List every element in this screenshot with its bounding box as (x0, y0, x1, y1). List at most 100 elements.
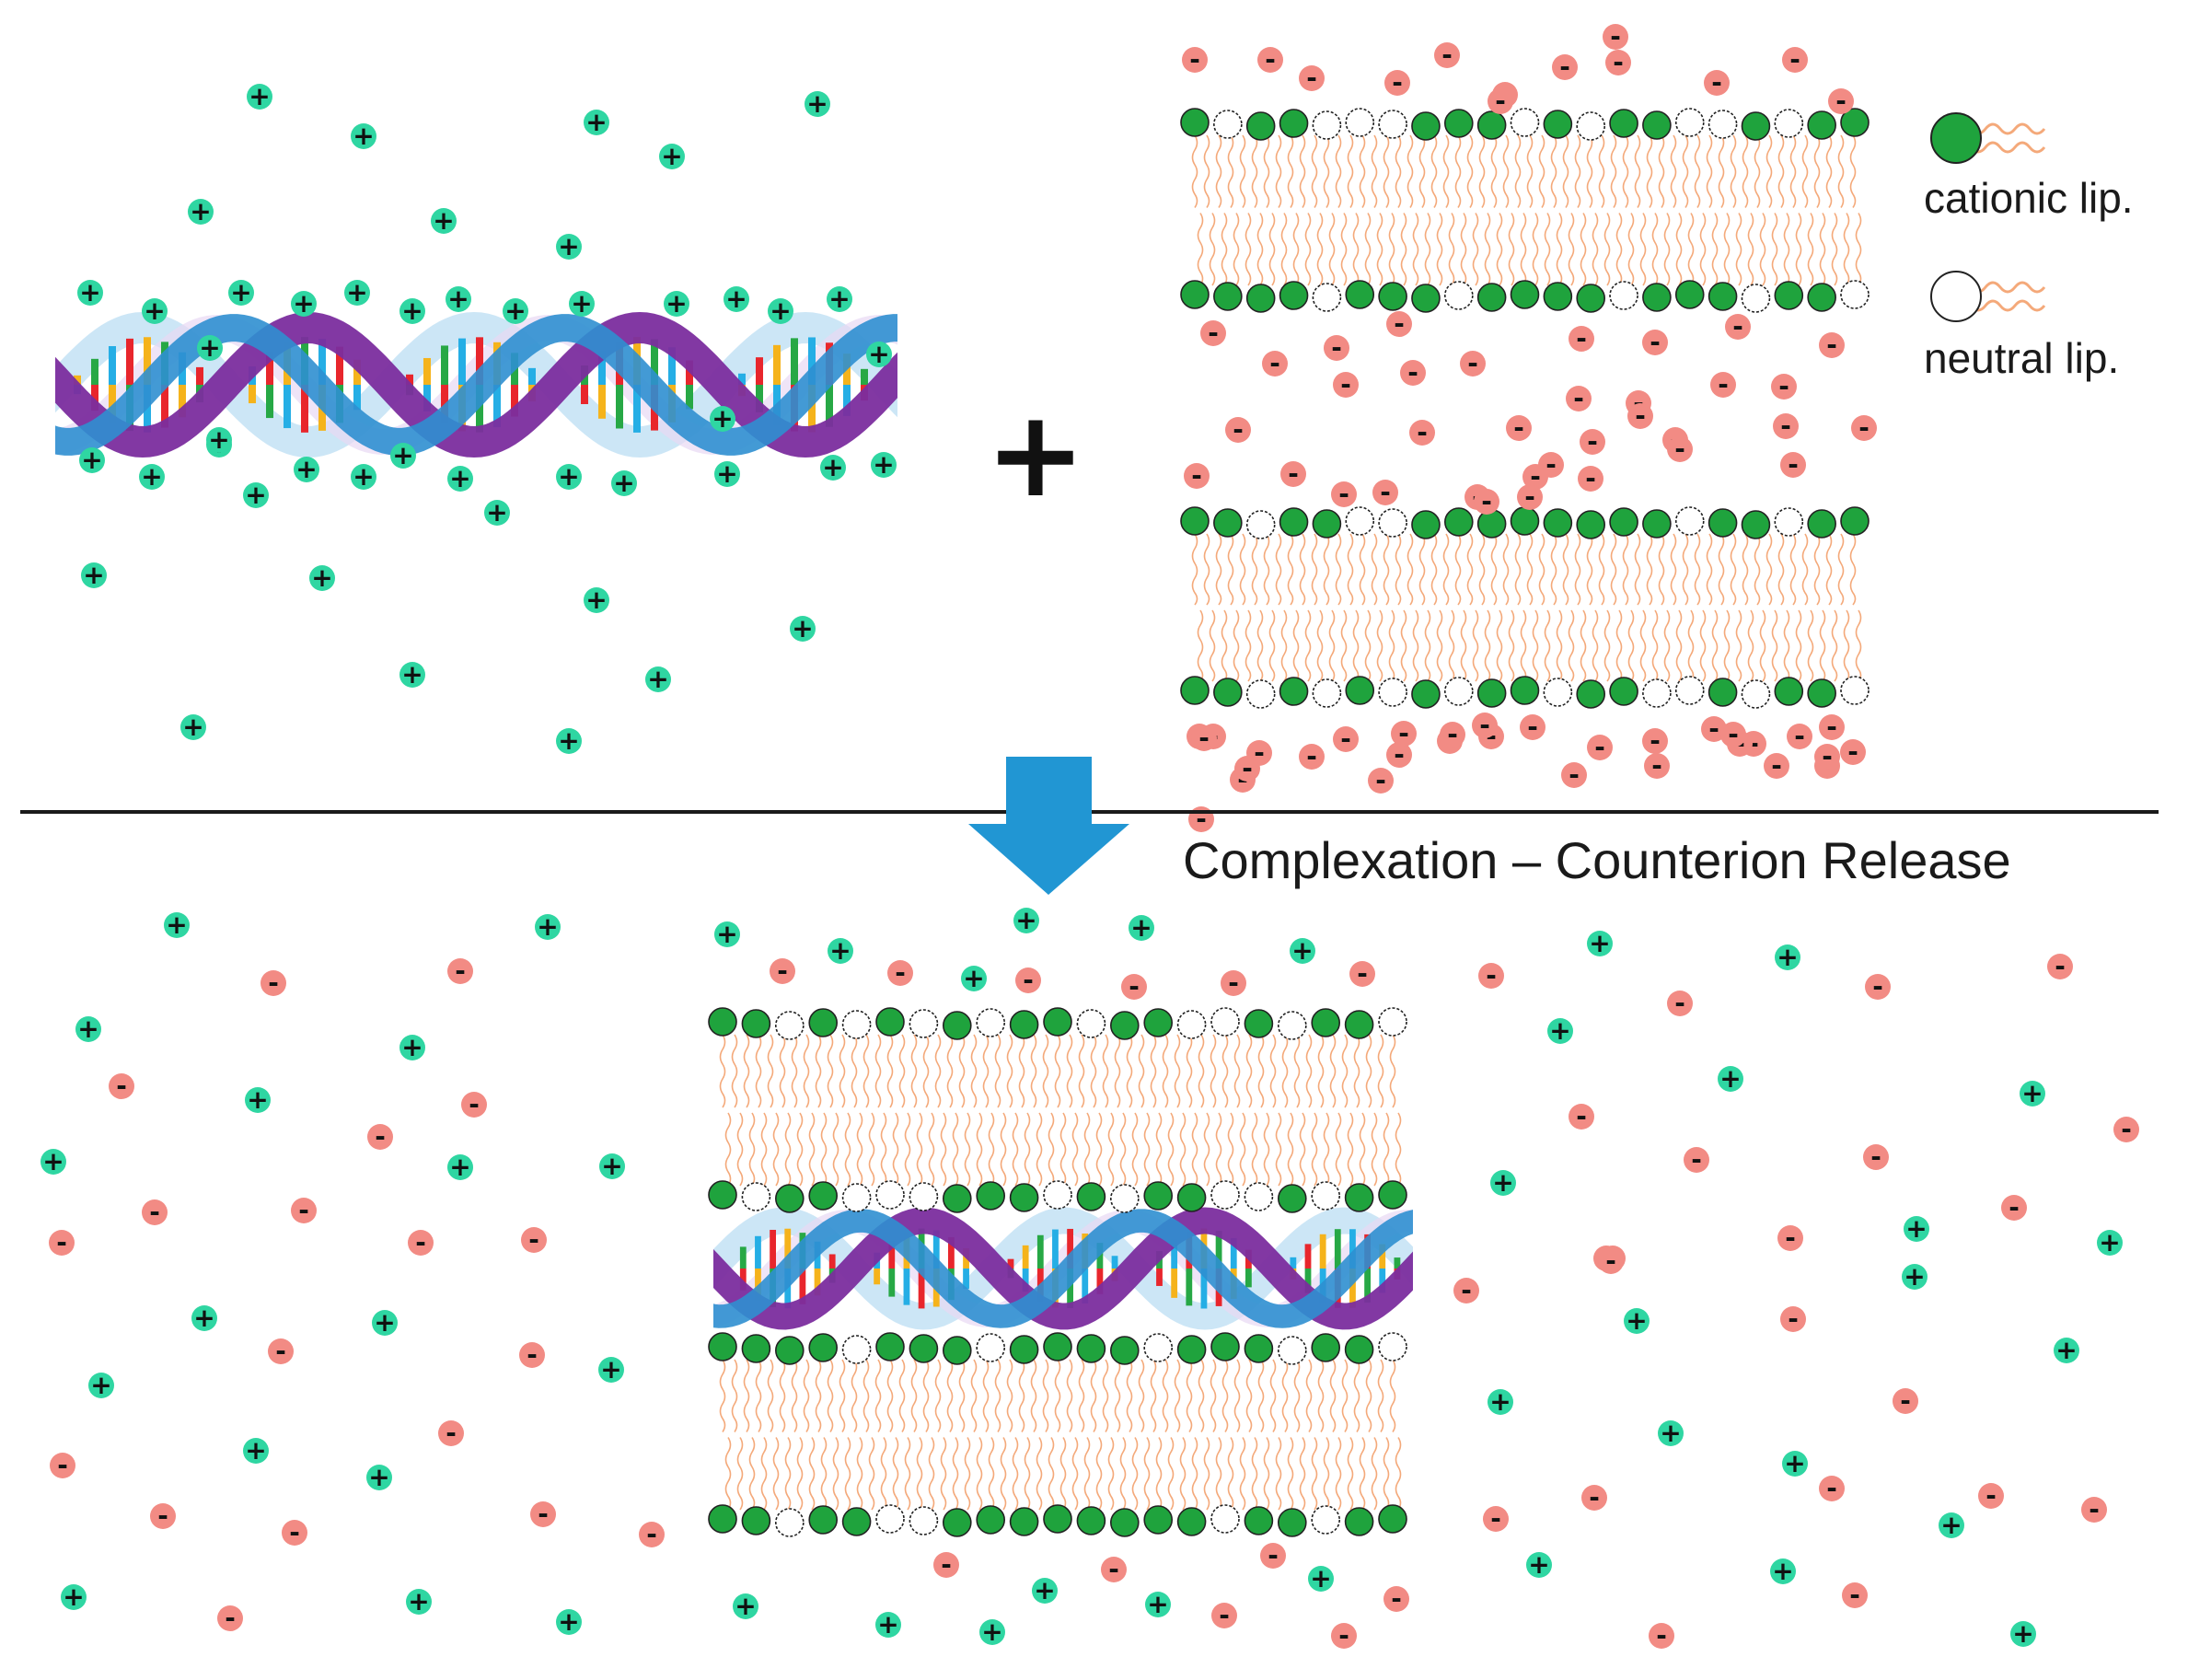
cationic-lipid-icon (708, 1504, 737, 1534)
dna-base-pair (808, 337, 816, 385)
dna-base-pair (458, 338, 466, 385)
svg-text:+: + (716, 458, 737, 489)
plus-ion-icon: + (1490, 1167, 1516, 1198)
svg-text:+: + (828, 284, 850, 314)
cationic-lipid-icon (1543, 508, 1573, 538)
svg-text:+: + (346, 277, 367, 307)
minus-ion-icon: - (282, 1517, 307, 1547)
neutral-lipid-legend-icon (1930, 271, 2046, 322)
svg-text:-: - (1576, 323, 1587, 353)
dna-base-pair (476, 337, 483, 385)
minus-ion-icon: - (1581, 1482, 1607, 1512)
svg-text:-: - (1650, 327, 1661, 357)
minus-ion-icon: - (1569, 323, 1594, 353)
neutral-lipid-icon (1741, 679, 1771, 709)
svg-text:+: + (249, 81, 270, 111)
svg-text:+: + (90, 1370, 111, 1400)
neutral-lipid-icon (1674, 676, 1705, 705)
svg-text:+: + (558, 231, 579, 261)
minus-ion-icon: - (1710, 369, 1736, 400)
dna-base-pair (266, 385, 273, 419)
minus-ion-icon: - (1472, 710, 1498, 740)
neutral-lipid-icon (1345, 506, 1375, 536)
plus-ion-icon: + (871, 449, 897, 480)
cationic-lipid-icon (1807, 283, 1836, 312)
minus-ion-icon: - (1409, 417, 1435, 447)
neutral-lipid-icon (909, 1182, 939, 1211)
plus-ion-icon: + (1547, 1015, 1573, 1046)
neutral-lipid-icon (841, 1335, 872, 1364)
neutral-lipid-icon (1378, 1332, 1407, 1361)
minus-ion-icon: - (1649, 1620, 1674, 1651)
minus-ion-icon: - (1842, 1580, 1868, 1610)
svg-text:-: - (1788, 1303, 1799, 1334)
plus-ion-icon: + (961, 963, 987, 993)
cationic-lipid-icon (1510, 676, 1540, 705)
plus-ion-icon: + (1939, 1510, 1964, 1540)
dna-back-strand (55, 311, 897, 458)
svg-text:+: + (601, 1151, 622, 1181)
complex-bilayer-1-top-heads (708, 1007, 1407, 1040)
neutral-lipid-icon (1543, 678, 1573, 707)
svg-text:-: - (1847, 736, 1858, 767)
cationic-lipid-icon (1741, 111, 1771, 141)
cationic-lipid-icon (1143, 1505, 1173, 1535)
down-arrow-icon (968, 757, 1129, 895)
plus-ion-icon: + (768, 295, 793, 326)
dna-base-pair (1200, 1269, 1208, 1309)
minus-ion-icon: - (1440, 719, 1465, 749)
minus-ion-icon: - (1299, 63, 1325, 93)
svg-text:-: - (1589, 1482, 1600, 1512)
svg-text:-: - (1219, 1600, 1230, 1630)
cationic-lipid-icon (1279, 109, 1309, 138)
svg-text:-: - (1785, 1222, 1796, 1253)
minus-ion-icon: - (260, 967, 286, 998)
plus-ion-icon: + (206, 424, 232, 455)
neutral-lipid-icon (1708, 110, 1738, 139)
minus-ion-icon: - (2001, 1192, 2027, 1222)
svg-text:-: - (1338, 479, 1349, 509)
neutral-lipid-icon (1642, 678, 1672, 708)
plus-ion-icon: + (503, 295, 528, 326)
minus-ion-icon: - (268, 1336, 294, 1366)
minus-ion-icon: - (519, 1339, 545, 1370)
top-bilayer-1-tails (1191, 134, 1862, 286)
dna-base-pair (1186, 1269, 1193, 1306)
minus-ion-icon: - (109, 1071, 134, 1101)
plus-ion-icon: + (790, 613, 816, 643)
svg-text:+: + (1528, 1549, 1549, 1580)
cationic-lipid-icon (1609, 109, 1638, 138)
svg-text:+: + (647, 664, 668, 694)
svg-text:+: + (792, 613, 813, 643)
dna-base-pair (888, 1240, 896, 1269)
svg-text:-: - (1691, 1144, 1702, 1175)
minus-ion-icon: - (1642, 327, 1668, 357)
plus-ion-icon: + (431, 205, 457, 236)
neutral-lipid-icon (1840, 676, 1870, 705)
svg-text:+: + (63, 1582, 84, 1612)
complex-bilayer-2-bottom-heads (708, 1504, 1407, 1537)
dna-base-pair (932, 1230, 940, 1269)
annotations-layer: + (20, 112, 2159, 895)
svg-text:-: - (1674, 434, 1685, 464)
svg-text:+: + (1660, 1418, 1681, 1448)
dna-base-pair (1007, 1258, 1014, 1269)
cationic-lipid-icon (808, 1505, 839, 1535)
plus-ion-icon: + (243, 1435, 269, 1466)
cationic-lipid-icon (1840, 108, 1870, 137)
cationic-lipid-icon (1840, 506, 1870, 536)
svg-text:-: - (1711, 67, 1722, 98)
neutral-lipid-icon (1674, 108, 1705, 137)
dna-base-pair (126, 338, 133, 385)
dna-base-pair (249, 385, 256, 404)
svg-text:+: + (81, 445, 102, 475)
minus-ion-icon: - (1488, 86, 1513, 116)
plus-operator: + (986, 384, 1086, 524)
svg-text:-: - (1208, 318, 1219, 348)
process-caption: Complexation – Counterion Release (1183, 831, 2011, 889)
svg-text:+: + (449, 463, 470, 493)
svg-text:+: + (199, 332, 220, 363)
neutral-lipid-icon (909, 1009, 939, 1038)
cationic-lipid-icon (708, 1007, 737, 1037)
minus-ion-icon: - (447, 956, 473, 986)
